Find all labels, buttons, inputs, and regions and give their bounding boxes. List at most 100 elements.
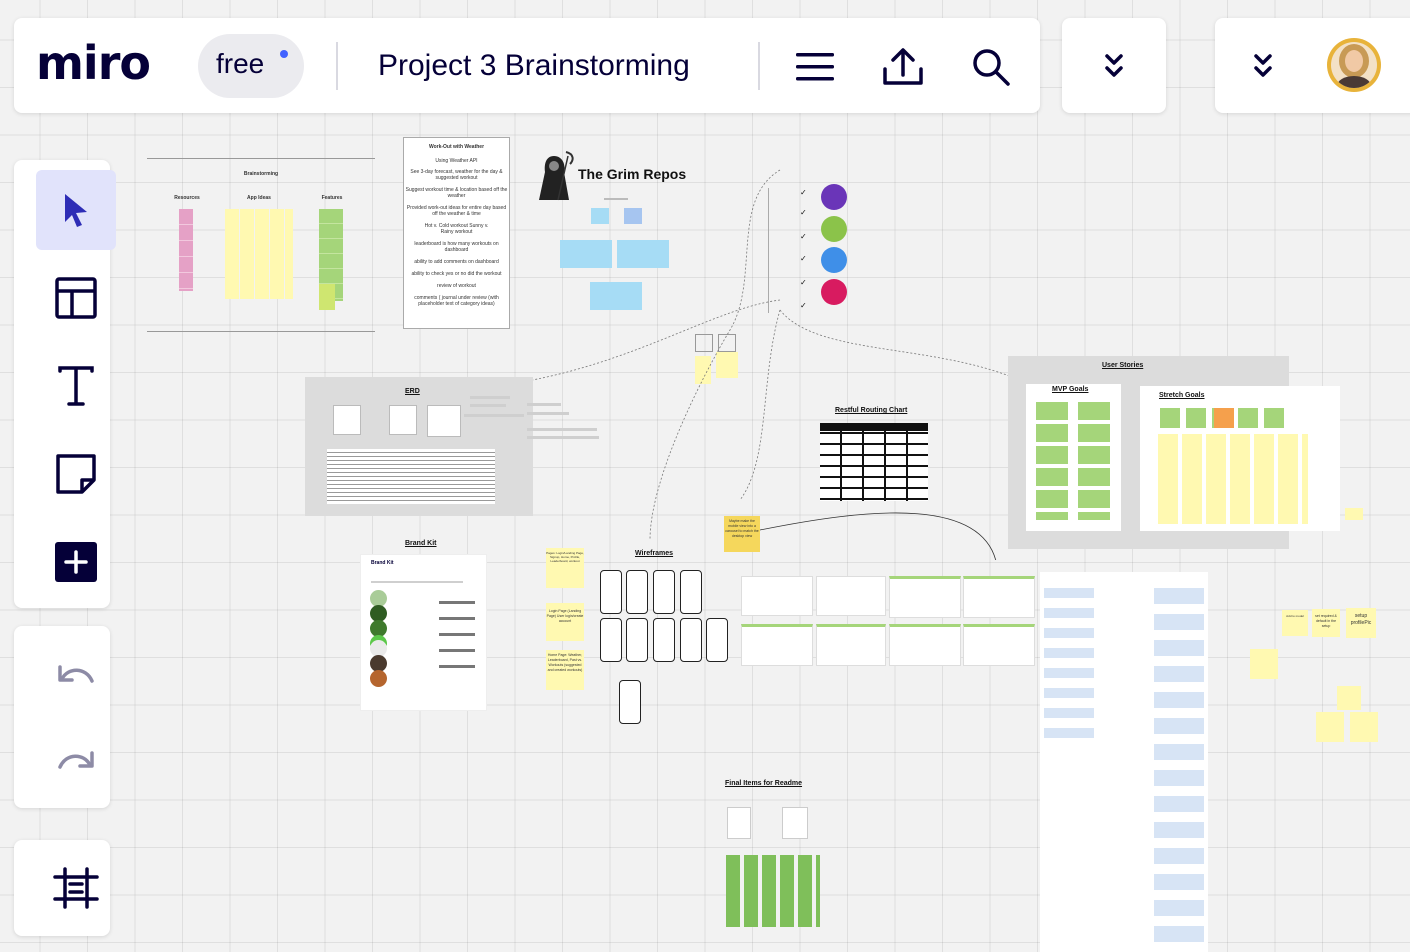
right-note-text: set required & default in the setup: [1315, 614, 1337, 628]
col-features: Features: [321, 195, 343, 201]
avatar[interactable]: [1327, 38, 1381, 92]
sticky-note[interactable]: [225, 209, 293, 299]
sticky-note[interactable]: [695, 356, 711, 384]
sticky-note[interactable]: [1078, 402, 1110, 520]
sticky-note[interactable]: Pages: Login/Landing Page, Signup, Home,…: [546, 548, 584, 588]
sticky-note[interactable]: [1350, 712, 1378, 742]
desktop-wireframe[interactable]: [816, 624, 886, 666]
desktop-wireframe[interactable]: [889, 576, 961, 618]
wireframe-phone[interactable]: [653, 570, 675, 614]
add-more-tool[interactable]: [36, 522, 116, 602]
color-swatch: [370, 605, 387, 622]
sticky-note[interactable]: [1238, 408, 1258, 428]
brainstorming-frame[interactable]: Brainstorming Resources App Ideas Featur…: [147, 158, 375, 332]
sticky-note[interactable]: [716, 352, 738, 378]
workout-idea-note[interactable]: Work-Out with Weather Using Weather API …: [403, 137, 510, 329]
desktop-wireframe[interactable]: [741, 576, 813, 616]
connectors: [429, 169, 1020, 560]
sticky-note[interactable]: [560, 240, 612, 268]
color-swatch: [370, 670, 387, 687]
plan-badge-label: free: [216, 48, 265, 79]
templates-tool[interactable]: [36, 258, 116, 338]
color-circle[interactable]: [821, 216, 847, 242]
text-line: [527, 436, 599, 439]
sticky-note-tool[interactable]: [36, 434, 116, 514]
sticky-note[interactable]: [1316, 712, 1344, 742]
final-frame[interactable]: [782, 807, 808, 839]
color-circle[interactable]: [821, 279, 847, 305]
desktop-wireframe[interactable]: [963, 624, 1035, 666]
board-title[interactable]: Project 3 Brainstorming: [378, 49, 690, 82]
sticky-note[interactable]: [1036, 402, 1068, 520]
search-button[interactable]: [968, 44, 1014, 90]
sticky-note[interactable]: Home Page: Weather, Leaderboard, Past vs…: [546, 650, 584, 690]
empty-frame[interactable]: [718, 334, 736, 352]
erd-frame[interactable]: ERD: [305, 377, 533, 516]
color-circle[interactable]: [821, 184, 847, 210]
stretch-goals-frame[interactable]: Stretch Goals: [1140, 386, 1340, 531]
add-icon: [55, 542, 97, 582]
plan-badge[interactable]: free: [198, 34, 304, 98]
sticky-note[interactable]: [319, 284, 335, 310]
color-swatch: [370, 640, 387, 657]
sticky-note[interactable]: set required & default in the setup: [1312, 609, 1340, 637]
wireframe-phone[interactable]: [600, 618, 622, 662]
select-tool[interactable]: [36, 170, 116, 250]
undo-button[interactable]: [36, 636, 116, 716]
redo-button[interactable]: [36, 722, 116, 802]
wireframe-phone[interactable]: [706, 618, 728, 662]
check-mark: ✓: [800, 232, 807, 241]
sticky-note[interactable]: [1250, 649, 1278, 679]
sticky-note[interactable]: [591, 208, 609, 224]
share-button[interactable]: [880, 44, 926, 90]
desktop-wireframe[interactable]: [816, 576, 886, 616]
wireframe-phone[interactable]: [680, 618, 702, 662]
team-name[interactable]: The Grim Repos: [578, 166, 687, 182]
final-frame[interactable]: [727, 807, 751, 839]
sticky-note[interactable]: Login Page (Landing Page) User login/cre…: [546, 603, 584, 641]
wireframe-phone[interactable]: [680, 570, 702, 614]
sticky-note[interactable]: [617, 240, 669, 268]
undo-icon: [58, 665, 94, 683]
kanban-column: [1154, 582, 1204, 952]
wireframe-phone[interactable]: [600, 570, 622, 614]
collapse-button[interactable]: [1094, 44, 1134, 88]
final-screens[interactable]: [726, 855, 820, 927]
sticky-note[interactable]: Add to model: [1282, 610, 1308, 636]
wireframe-phone[interactable]: [619, 680, 641, 724]
frames-button[interactable]: [36, 848, 116, 928]
sticky-note[interactable]: [1186, 408, 1206, 428]
workout-line: leaderboard is how many workouts on dash…: [414, 241, 499, 253]
desktop-wireframe[interactable]: [963, 576, 1035, 618]
sticky-note[interactable]: [1345, 508, 1363, 520]
maybe-note[interactable]: Maybe make the mobile view into a carous…: [724, 516, 760, 552]
sticky-note[interactable]: [590, 282, 642, 310]
sticky-note[interactable]: setup profilePic: [1346, 608, 1376, 638]
text-tool[interactable]: [36, 346, 116, 426]
wireframe-phone[interactable]: [626, 618, 648, 662]
sticky-note[interactable]: [179, 209, 193, 291]
desktop-wireframe[interactable]: [741, 624, 813, 666]
routing-table[interactable]: [820, 423, 928, 501]
workout-title: Work-Out with Weather: [428, 144, 485, 150]
sticky-note[interactable]: [624, 208, 642, 224]
sticky-note[interactable]: [1337, 686, 1361, 710]
collapse-button[interactable]: [1243, 44, 1283, 88]
kanban-board[interactable]: [1040, 572, 1208, 952]
color-circle[interactable]: [821, 247, 847, 273]
empty-frame[interactable]: [695, 334, 713, 352]
grim-reaper-icon: [539, 151, 574, 201]
sticky-note[interactable]: [1160, 408, 1180, 428]
wireframe-phone[interactable]: [626, 570, 648, 614]
sticky-note[interactable]: [1158, 434, 1308, 524]
workout-line: See 3-day forecast, weather for the day …: [410, 169, 503, 181]
frame-icon: [53, 867, 99, 909]
menu-button[interactable]: [792, 44, 838, 90]
mvp-goals-frame[interactable]: MVP Goals: [1026, 384, 1121, 531]
desktop-wireframe[interactable]: [889, 624, 961, 666]
sticky-note[interactable]: [1214, 408, 1234, 428]
upload-icon: [883, 48, 923, 85]
wireframe-phone[interactable]: [653, 618, 675, 662]
sticky-note[interactable]: [1264, 408, 1284, 428]
brand-kit-frame[interactable]: Brand Kit: [360, 554, 487, 711]
